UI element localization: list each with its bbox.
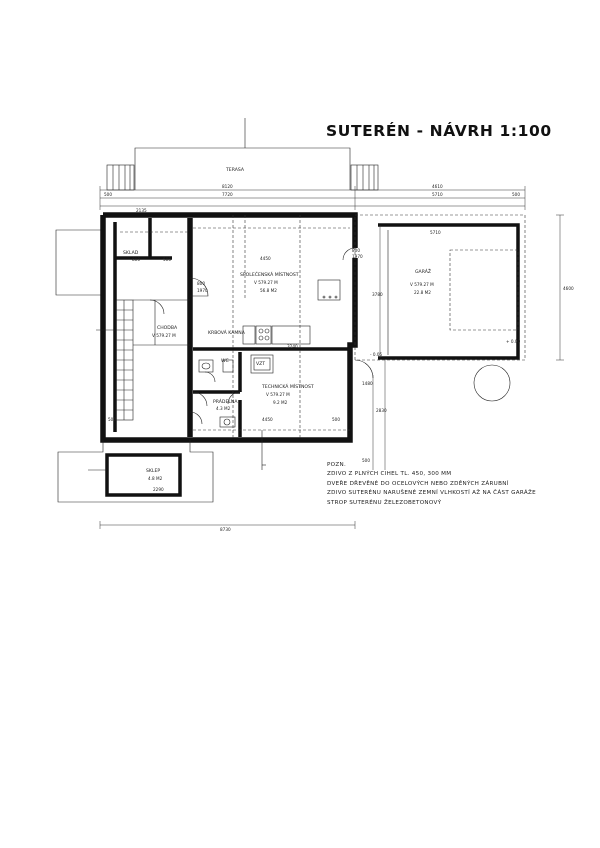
dim-bottom-500-right: 500 [332,417,340,422]
dim-door-800: 800 [132,257,140,262]
notes-header: POZN. [327,462,347,468]
garage-right-dimension: 4600 3780 [372,214,574,361]
top-dimensions: 8120 4610 7720 5710 500 2135 500 [99,184,526,213]
notes-block: POZN. ZDIVO Z PLNÝCH CIHEL TL. 450, 300 … [327,461,536,508]
dim-garaz-width: 5710 [430,230,441,235]
main-staircase [96,299,134,421]
dim-tech-width: 3240 [287,344,298,349]
inner-walls [115,218,350,437]
room-garaz: GARÁŽ [415,267,431,275]
section-line [261,430,266,470]
left-bay [55,229,103,296]
dim-side-1480: 1480 [362,381,373,386]
dim-door-800-b: 800 [197,281,205,286]
room-krbova-kamna-line: KRBOVÁ KAMNA [208,329,246,336]
bottom-dimension: 8730 [99,521,356,532]
stairs-left-terrace [106,164,135,191]
drawing-title: SUTERÉN - NÁVRH 1:100 [326,122,552,140]
dim-side-2830: 2830 [376,408,387,413]
room-chodba-area: V 579.27 M [152,333,176,338]
stairs-right-terrace [350,164,379,191]
room-labels: SKLAD CHODBA V 579.27 M SPOLEČENSKÁ MÍST… [123,250,314,411]
room-pradelna: PRÁDELNA [213,398,238,405]
dim-door-1970: 1970 [197,288,208,293]
dashed-lines [120,215,350,440]
room-spolecenska-area2: 56.8 M2 [260,288,277,293]
dim-level-b: - 0.05 [370,352,383,357]
notes-line-2: DVEŘE DŘEVĚNÉ DO OCELOVÝCH NEBO ZDĚNÝCH … [327,480,509,487]
notes-line-4: STROP SUTERÉNU ŽELEZOBETONOVÝ [327,499,442,506]
interior-dimensions: 4450 800 500 800 1970 800 1970 3240 4450… [108,248,363,422]
dim-door-1240: 500 [163,257,171,262]
dim-top-left-small: 500 [104,192,112,197]
room-spolecenska: SPOLEČENSKÁ MÍSTNOST [240,271,299,278]
dim-door-800-c: 800 [352,248,360,253]
dim-side-500: 500 [362,458,370,463]
kitchen [242,279,341,345]
room-garaz-area2: 22.8 M2 [414,290,431,295]
dim-top-mid-small: 2135 [136,208,147,213]
room-vzt: VZT [256,361,265,367]
dim-top-total-left: 8120 [222,184,233,189]
room-pradelna-area: 4.3 M2 [216,406,231,411]
room-technicka: TECHNICKÁ MÍSTNOST [261,383,314,390]
room-technicka-area2: 9.2 M2 [273,400,288,405]
dim-sklep: 2290 [153,487,164,492]
dim-door-1970-c: 1970 [352,254,363,259]
room-wc: WC [221,358,229,364]
dim-room-4450-b: 4450 [262,417,273,422]
room-chodba: CHODBA [157,325,178,331]
dim-bottom-500-left: 500 [108,417,116,422]
dim-level-c: + 0.00 [506,339,520,344]
dim-garaz-side: 3780 [372,292,383,297]
room-technicka-area1: V 579.27 M [266,392,290,397]
dim-top-right-small: 500 [512,192,520,197]
sklep-block: SKLEP 4.8 M2 2290 [57,440,214,503]
terrace-label: TERASA [225,167,245,173]
terrace: TERASA [134,118,351,190]
dim-top-sub: 7720 [222,192,233,197]
room-garaz-area1: V 579.27 M [410,282,434,287]
dim-top-sub-right: 5710 [432,192,443,197]
house-side-dimensions: 2830 1480 500 [362,360,387,470]
tree-symbol [473,364,511,402]
wc-fixtures [198,354,274,428]
room-spolecenska-area1: V 579.27 M [254,280,278,285]
notes-line-3: ZDIVO SUTERÉNU NARUŠENÉ ZEMNÍ VLHKOSTÍ A… [327,490,536,497]
garage: 5710 GARÁŽ V 579.27 M 22.8 M2 - 0.05 + 0… [354,214,526,379]
dim-room-4450: 4450 [260,256,271,261]
dim-bottom-total: 8730 [220,527,231,532]
dim-top-total-right: 4610 [432,184,443,189]
dim-garaz-height: 4600 [563,286,574,291]
room-sklep: SKLEP [146,468,160,474]
notes-line-1: ZDIVO Z PLNÝCH CIHEL TL. 450, 300 MM [327,471,452,478]
room-sklad: SKLAD [123,250,139,256]
room-sklep-area: 4.8 M2 [148,476,163,481]
